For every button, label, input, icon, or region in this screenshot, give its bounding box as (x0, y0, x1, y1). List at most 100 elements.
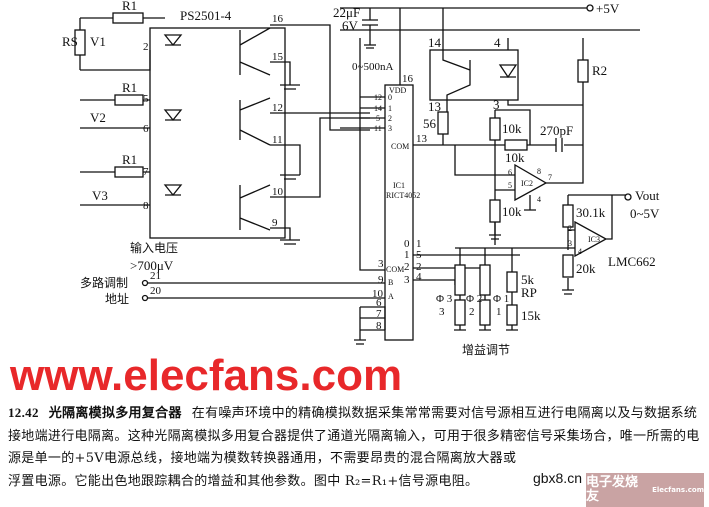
supply-label: +5V (596, 1, 620, 16)
figure-title: 光隔离模拟多用复合器 (48, 406, 182, 421)
pin-label: 6 (143, 123, 149, 135)
r30k-label: 30.1k (576, 205, 606, 220)
stamp-text: 电子发烧友 (586, 475, 639, 504)
rp-label: RP (521, 285, 537, 300)
pin-label: COM (386, 265, 404, 274)
pot-num: 1 (496, 306, 502, 318)
ic1-part: RICT4052 (386, 191, 420, 200)
pin-label: 7 (548, 173, 552, 182)
pin-label: 3 (388, 124, 392, 133)
r10k-label: 10k (502, 204, 522, 219)
pin-label: 8 (143, 200, 149, 212)
pin-label: 5 (143, 93, 149, 105)
pin-label: 12 (374, 93, 382, 102)
pin-label: 4 (578, 247, 582, 256)
pin-label: 8 (537, 167, 541, 176)
pin-label: 3 (378, 258, 384, 270)
pin-label: 2 (568, 224, 572, 233)
pin-label: 2 (416, 261, 422, 273)
r2-label: R2 (592, 63, 607, 78)
pin-label: 0 (404, 238, 410, 250)
pin-label: 16 (272, 13, 284, 25)
rs-label: RS (62, 34, 78, 49)
pin-label: 7 (143, 166, 149, 178)
vout-label: Vout (635, 188, 660, 203)
ic2-label: IC2 (521, 179, 533, 188)
address-label: 地址 (105, 292, 129, 306)
pin-label: 2 (404, 261, 410, 273)
pot-label: Φ 3 (436, 293, 453, 305)
r10k-label: 10k (502, 121, 522, 136)
pin-label: 13 (428, 99, 441, 114)
pin-label: 0 (388, 93, 392, 102)
pin-label: 15 (272, 51, 284, 63)
gain-adjust-label: 增益调节 (462, 343, 510, 357)
wires (74, 4, 640, 345)
pin-label: 3 (493, 97, 500, 112)
pin-label: 10 (272, 186, 284, 198)
cap2-label: 270pF (540, 123, 573, 138)
stamp-small: Elecfans.com (652, 486, 704, 494)
pin-label: 3 (404, 274, 410, 286)
r20k-label: 20k (576, 261, 596, 276)
v3-label: V3 (92, 188, 108, 203)
pin-label: 14 (374, 104, 382, 113)
rp-value: 5k (521, 272, 535, 287)
pin-label: 3 (568, 239, 572, 248)
pin-label: 10 (372, 288, 384, 300)
pin-label: 1 (404, 249, 410, 261)
pin-label: 9 (378, 274, 384, 286)
pot-num: 3 (439, 306, 445, 318)
r1-label: R1 (122, 0, 137, 13)
pin-label: 4 (416, 271, 422, 283)
pin-label: 14 (428, 35, 442, 50)
ic1-vdd: VDD (389, 86, 407, 95)
pin-label: 6 (508, 168, 512, 177)
pin-label: 12 (272, 102, 283, 114)
pin-label: 2 (388, 114, 392, 123)
pin-label: 13 (416, 133, 428, 145)
r10k-label: 10k (505, 150, 525, 165)
input-voltage-label: 输入电压 (130, 240, 178, 255)
pin-label: 6 (376, 297, 382, 309)
current-label: 0~500nA (352, 61, 393, 73)
pot-num: 2 (469, 306, 475, 318)
ic3-label: IC3 (588, 235, 600, 244)
cap1-voltage: 6V (342, 18, 359, 33)
pin-label: 9 (272, 217, 278, 229)
pin-label: 16 (402, 73, 414, 85)
pin-label: B (388, 278, 393, 287)
ic1-com: COM (391, 142, 409, 151)
pin-label: 4 (494, 35, 501, 50)
caption-text: 在有噪声环境中的精确模拟数据采集常常需要对信号源相互进行电隔离以及与数据系统接地… (8, 406, 700, 489)
opto1-label: PS2501-4 (180, 8, 232, 23)
pin-label: A (388, 292, 394, 301)
r15k-label: 15k (521, 308, 541, 323)
pin-label: 4 (537, 195, 541, 204)
circuit-diagram: www.elecfans.com PS2501-4 RS V1 V2 V3 R1… (9, 0, 660, 400)
pot-label: Φ 2 (466, 293, 482, 305)
pin-label: 5 (416, 249, 422, 261)
r1-label: R1 (122, 80, 137, 95)
site-stamp: 电子发烧友 Elecfans.com (586, 473, 704, 507)
pot-label: Φ 1 (493, 293, 509, 305)
pin-label: 5 (508, 181, 512, 190)
vout-range: 0~5V (630, 206, 660, 221)
r56-label: 56 (423, 116, 437, 131)
pin-label: 21 (150, 270, 161, 282)
pin-label: 1 (416, 238, 422, 250)
mux-label: 多路调制 (80, 275, 128, 290)
figure-number: 12.42 (8, 405, 39, 420)
v2-label: V2 (90, 110, 106, 125)
input-voltage-value: >700μV (130, 258, 174, 273)
pin-label: 1 (388, 104, 392, 113)
r1-label: R1 (122, 152, 137, 167)
pin-label: 11 (272, 134, 283, 146)
ic1-name: IC1 (393, 181, 405, 190)
pin-label: 2 (143, 41, 149, 53)
cap1-label: 22μF (333, 5, 360, 20)
pin-label: 5 (376, 114, 380, 123)
ic3-part: LMC662 (608, 254, 656, 269)
